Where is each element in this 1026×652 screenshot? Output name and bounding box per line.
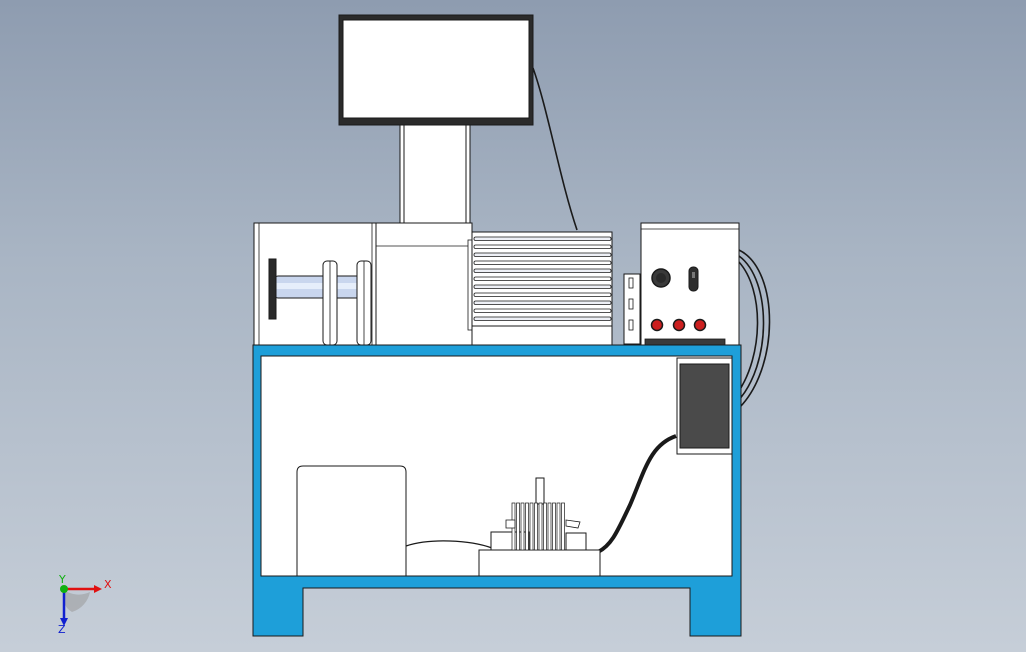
motor-fin [473, 260, 612, 265]
monitor-cable [532, 67, 578, 231]
monitor [338, 14, 534, 126]
x-axis-label: X [104, 578, 112, 591]
motor-fin [473, 316, 612, 321]
main-cable [596, 434, 677, 554]
motor-fin [473, 236, 612, 241]
control-cables [736, 249, 771, 411]
motor-fin [473, 276, 612, 281]
pump-fin [520, 502, 525, 551]
motor-fin [473, 308, 612, 313]
z-arrowhead-icon [60, 618, 68, 626]
red-button-3[interactable] [693, 318, 707, 332]
terminal-bracket [623, 273, 641, 345]
electrical-cabinet [676, 357, 733, 455]
monitor-stand [399, 123, 471, 227]
pump-fin [534, 502, 538, 551]
pump-fin [529, 502, 534, 551]
motor-fins [473, 236, 612, 321]
motor-fin [473, 252, 612, 257]
pump-fin [525, 502, 529, 551]
motor-fin [473, 300, 612, 305]
motor-fin [473, 244, 612, 249]
y-axis-dot [60, 585, 68, 593]
y-axis-label: Y [58, 573, 66, 586]
pump-fin [552, 502, 556, 551]
red-button-1[interactable] [650, 318, 664, 332]
motor [471, 231, 613, 347]
pump-fin [538, 502, 543, 551]
motor-fin [473, 292, 612, 297]
pump-fin [543, 502, 547, 551]
x-arrowhead-icon [94, 585, 102, 593]
coordinate-triad: X Y Z [58, 573, 112, 636]
selector-switch[interactable] [688, 266, 699, 292]
control-knob-cap [656, 273, 666, 283]
pump-fin [547, 502, 552, 551]
pump-fin [561, 502, 565, 551]
spindle-rod [268, 258, 372, 346]
pump-assembly [478, 477, 601, 577]
motor-fin [473, 284, 612, 289]
hose [405, 540, 493, 549]
coolant-tank [296, 465, 407, 577]
z-axis-label: Z [58, 623, 66, 636]
pump-fin [516, 502, 520, 551]
motor-fin [473, 268, 612, 273]
gearbox [375, 222, 477, 347]
red-button-2[interactable] [672, 318, 686, 332]
pump-fin [556, 502, 561, 551]
